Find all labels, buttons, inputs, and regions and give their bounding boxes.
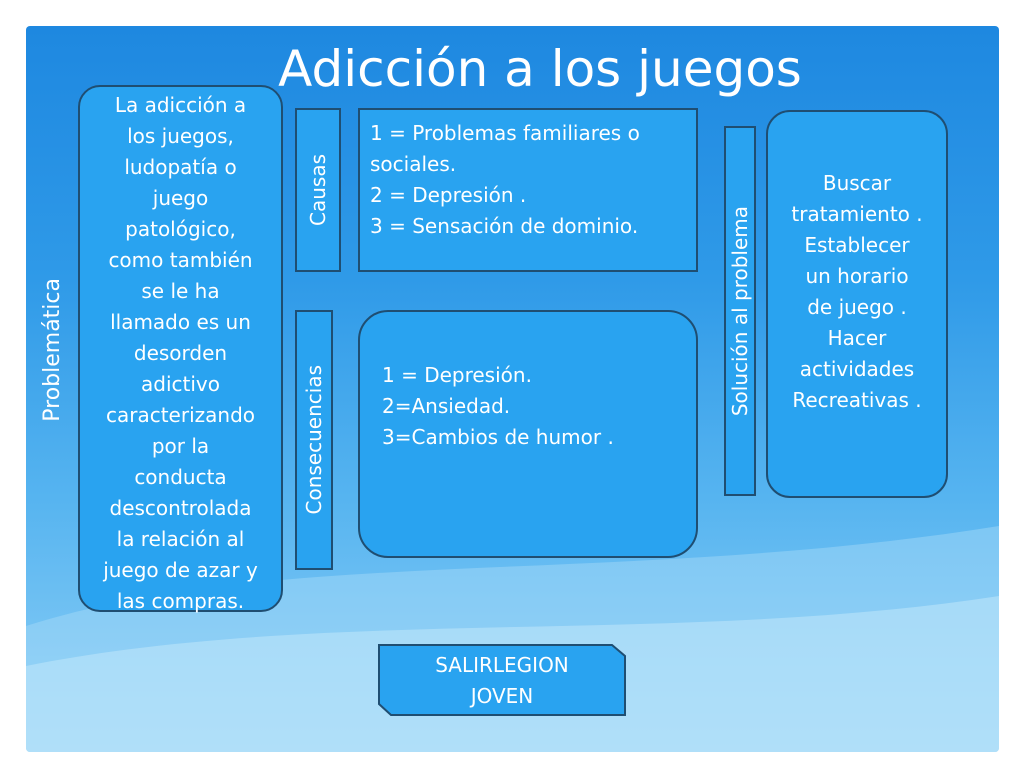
consequence-item: 2=Ansiedad. — [382, 394, 511, 418]
problematica-label: Problemática — [32, 240, 72, 460]
solution-line: Establecer — [804, 233, 910, 257]
solution-line: Buscar — [822, 171, 892, 195]
problem-line: desorden — [133, 341, 228, 365]
causas-text: Causas — [306, 154, 330, 226]
solution-line: tratamiento . — [791, 202, 923, 226]
problem-line: los juegos, — [127, 124, 234, 148]
footer-badge-shape — [378, 644, 626, 716]
consecuencias-label-box: Consecuencias — [295, 310, 333, 570]
problematica-text: Problemática — [39, 278, 65, 422]
problem-line: ludopatía o — [124, 155, 237, 179]
problem-line: por la — [151, 434, 210, 458]
solution-line: un horario — [805, 264, 909, 288]
problem-line: se le ha — [141, 279, 220, 303]
slide-title: Adicción a los juegos — [278, 40, 802, 98]
problem-line: La adicción a — [114, 93, 247, 117]
solution-line: Recreativas . — [792, 388, 922, 412]
consequences-box: 1 = Depresión. 2=Ansiedad. 3=Cambios de … — [358, 310, 698, 558]
problem-line: caracterizando — [105, 403, 255, 427]
solucion-label-box: Solución al problema — [724, 126, 756, 496]
problem-line: juego de azar y — [103, 558, 258, 582]
cause-item: 1 = Problemas familiares o — [370, 121, 640, 145]
problem-line: juego — [152, 186, 209, 210]
problem-line: conducta — [134, 465, 227, 489]
consequence-item: 3=Cambios de humor . — [382, 425, 614, 449]
solution-line: de juego . — [807, 295, 907, 319]
solution-box: Buscar tratamiento . Establecer un horar… — [766, 110, 948, 498]
problem-line: la relación al — [116, 527, 245, 551]
problem-line: adictivo — [141, 372, 220, 396]
problem-description-box: La adicción a los juegos, ludopatía o ju… — [78, 85, 283, 613]
solution-line: Hacer — [827, 326, 887, 350]
footer-line: JOVEN — [470, 684, 534, 708]
causes-box: 1 = Problemas familiares o sociales. 2 =… — [358, 108, 698, 272]
consequence-item: 1 = Depresión. — [382, 363, 532, 387]
problem-line: llamado es un — [110, 310, 251, 334]
problem-line: descontrolada — [109, 496, 252, 520]
problem-line: como también — [108, 248, 253, 272]
solucion-text: Solución al problema — [728, 205, 752, 417]
footer-badge: SALIRLEGION JOVEN — [378, 644, 626, 716]
solution-line: actividades — [799, 357, 915, 381]
problem-line: las compras. — [116, 589, 245, 613]
cause-item: sociales. — [370, 152, 457, 176]
cause-item: 3 = Sensación de dominio. — [370, 214, 639, 238]
causas-label-box: Causas — [295, 108, 341, 272]
consecuencias-text: Consecuencias — [302, 365, 326, 515]
problem-line: patológico, — [125, 217, 236, 241]
footer-line: SALIRLEGION — [435, 653, 569, 677]
cause-item: 2 = Depresión . — [370, 183, 527, 207]
